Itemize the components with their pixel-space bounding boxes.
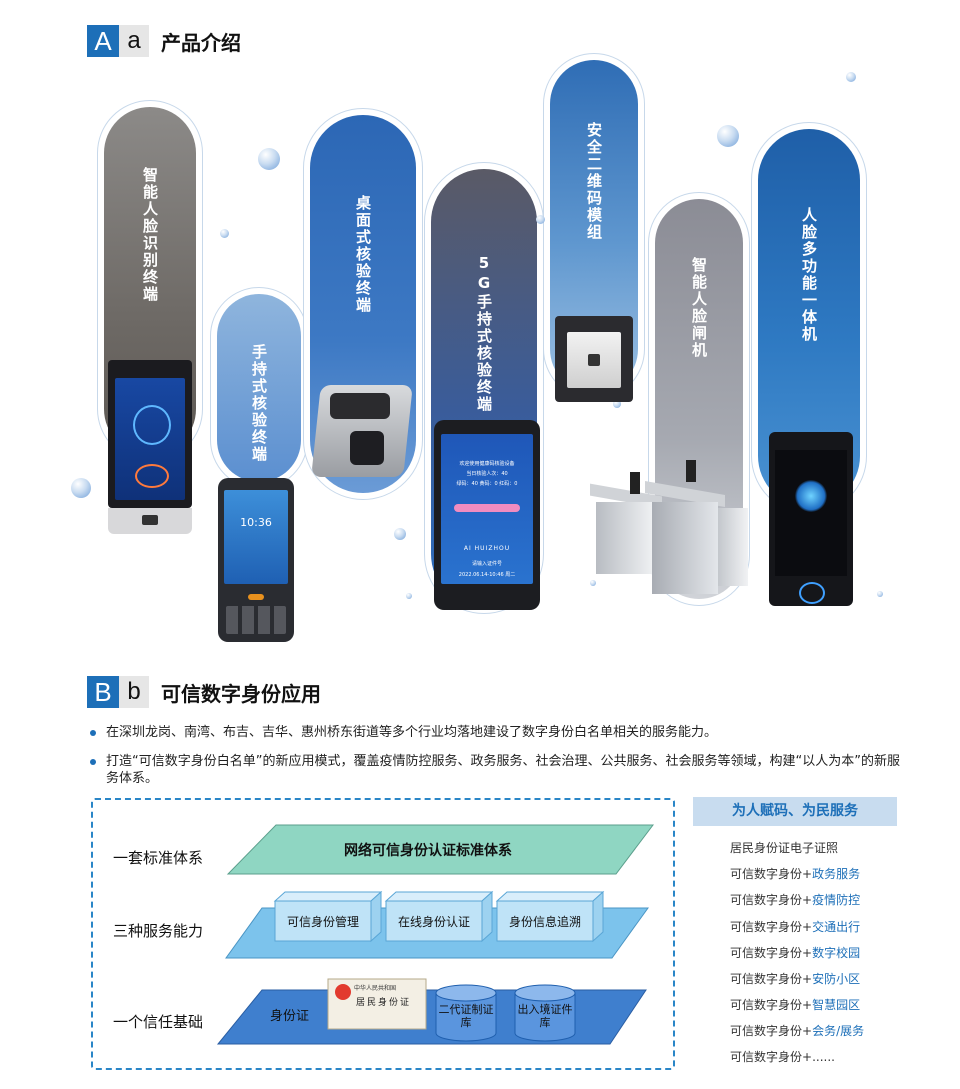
database-cylinder	[435, 984, 497, 1042]
handheld-device: 10:36	[218, 478, 294, 642]
product-label: 智能人脸闸机	[690, 257, 708, 359]
phone-prompt: 请输入证件号	[471, 561, 502, 567]
phone-line1: 当日核验人次：40	[466, 471, 508, 477]
standard-plate	[226, 824, 655, 875]
phone-line2: 绿码：40 黄码：0 红码：0	[456, 481, 518, 487]
id-card-label: 身份证	[270, 1009, 310, 1024]
phone-brand: AI HUIZHOU	[463, 545, 511, 552]
product-pill-handheld: 手持式核验终端	[210, 287, 308, 489]
service-item: 可信数字身份+交通出行	[730, 920, 861, 934]
bullet-text: 打造“可信数字身份白名单”的新应用模式，覆盖疫情防控服务、政务服务、社会治理、公…	[106, 754, 900, 786]
national-emblem-icon	[335, 984, 351, 1000]
services-header: 为人赋码、为民服务	[693, 797, 897, 826]
section-a-title: 产品介绍	[161, 30, 241, 55]
capability-box-label: 身份信息追溯	[508, 915, 581, 929]
capability-box	[495, 890, 605, 943]
product-label: 安全二维码模组	[585, 122, 603, 241]
section-b-letter-small: b	[119, 676, 149, 708]
section-a-header: A a 产品介绍	[87, 25, 241, 57]
product-label: 手持式核验终端	[250, 344, 268, 463]
capability-box	[384, 890, 494, 943]
decor-bubble	[536, 215, 545, 224]
row-label-standard: 一套标准体系	[113, 849, 204, 867]
decor-bubble	[406, 593, 412, 599]
decor-bubble	[258, 148, 280, 170]
service-item: 可信数字身份+安防小区	[730, 972, 861, 986]
product-label: 5G手持式核验终端	[475, 254, 493, 413]
bullet-item: 打造“可信数字身份白名单”的新应用模式，覆盖疫情防控服务、政务服务、社会治理、公…	[90, 753, 900, 787]
section-b-title: 可信数字身份应用	[161, 681, 321, 706]
service-item: 可信数字身份+智慧园区	[730, 998, 861, 1012]
decor-bubble	[717, 125, 739, 147]
bullet-dot-icon	[90, 759, 96, 765]
phone-title: 欢迎使用健康码核验设备	[459, 461, 515, 467]
decor-bubble	[877, 591, 883, 597]
service-item: 可信数字身份+数字校园	[730, 946, 861, 960]
product-label: 人脸多功能一体机	[800, 207, 818, 343]
face-gate-device	[590, 458, 750, 598]
service-item: 居民身份证电子证照	[730, 841, 839, 855]
row-label-foundation: 一个信任基础	[113, 1013, 204, 1031]
service-item: 可信数字身份+......	[730, 1050, 835, 1064]
capability-box-label: 在线身份认证	[397, 915, 470, 929]
standard-plate-label: 网络可信身份认证标准体系	[344, 843, 512, 859]
id-card-top-text: 中华人民共和国	[354, 985, 397, 992]
db-label: 二代证制证库	[438, 1003, 494, 1029]
bullet-text: 在深圳龙岗、南湾、布吉、吉华、惠州桥东街道等多个行业均落地建设了数字身份白名单相…	[106, 725, 718, 740]
5g-handheld-device: 欢迎使用健康码核验设备 当日核验人次：40 绿码：40 黄码：0 红码：0 AI…	[434, 420, 540, 610]
section-a-letter-small: a	[119, 25, 149, 57]
decor-bubble	[220, 229, 229, 238]
capability-box-label: 可信身份管理	[286, 915, 359, 929]
db-label: 出入境证件库	[517, 1003, 573, 1029]
decor-bubble	[394, 528, 406, 540]
face-allinone-device	[769, 432, 853, 606]
product-label: 桌面式核验终端	[354, 195, 372, 314]
bullet-item: 在深圳龙岗、南湾、布吉、吉华、惠州桥东街道等多个行业均落地建设了数字身份白名单相…	[90, 724, 900, 741]
bullet-dot-icon	[90, 730, 96, 736]
phone-time: 2022.06.14-10:46 周二	[458, 572, 516, 578]
product-label: 智能人脸识别终端	[141, 167, 159, 303]
decor-bubble	[613, 400, 621, 408]
face-terminal-device	[108, 360, 192, 534]
qr-module-device	[555, 316, 633, 402]
capability-box	[273, 890, 383, 943]
decor-bubble	[590, 580, 596, 586]
trust-framework-diagram	[91, 798, 675, 1070]
row-label-capability: 三种服务能力	[113, 922, 204, 940]
section-a-letter: A	[87, 25, 119, 57]
service-item: 可信数字身份+政务服务	[730, 867, 861, 881]
database-cylinder	[514, 984, 576, 1042]
decor-bubble	[846, 72, 856, 82]
handheld-time: 10:36	[240, 516, 272, 529]
id-card-main-text: 居民身份证	[356, 998, 412, 1008]
section-b-header: B b 可信数字身份应用	[87, 676, 321, 708]
service-item: 可信数字身份+疫情防控	[730, 893, 861, 907]
decor-bubble	[71, 478, 91, 498]
service-item: 可信数字身份+会务/展务	[730, 1024, 865, 1038]
desktop-reader-device	[311, 385, 413, 477]
section-b-letter: B	[87, 676, 119, 708]
